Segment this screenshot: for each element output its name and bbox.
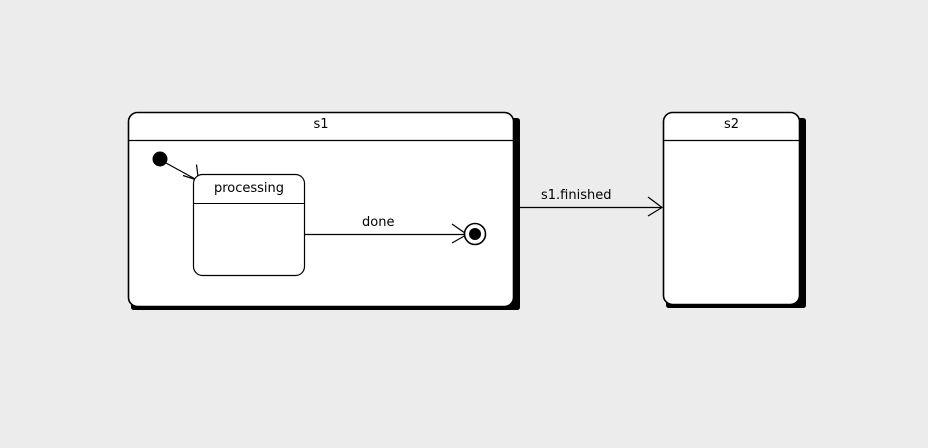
transition-s1-finished-label: s1.finished xyxy=(541,188,612,203)
state-processing-label: processing xyxy=(213,181,285,196)
state-s2-label: s2 xyxy=(723,117,740,132)
final-state-inner-dot xyxy=(469,228,481,240)
state-processing-body[interactable] xyxy=(192,173,306,277)
state-s1-body[interactable] xyxy=(127,111,515,308)
transition-s1-finished-arrowhead xyxy=(647,196,664,217)
initial-state-icon[interactable] xyxy=(152,151,168,167)
state-s2-body[interactable] xyxy=(662,111,801,306)
transition-initial-to-processing-line[interactable] xyxy=(165,162,198,181)
state-s1-label: s1 xyxy=(313,117,329,132)
transition-done-label: done xyxy=(362,215,395,230)
